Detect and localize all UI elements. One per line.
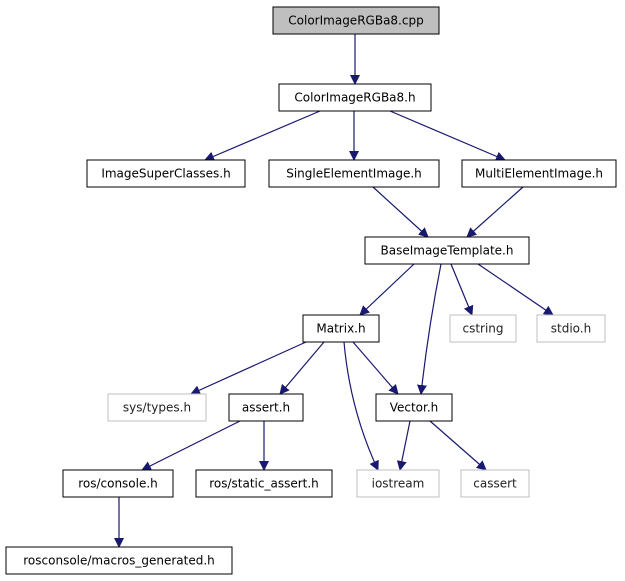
edge-baseimagetemplate-h-to-matrix-h bbox=[359, 263, 415, 316]
node-baseimagetemplate-h[interactable]: BaseImageTemplate.h bbox=[364, 236, 530, 265]
node-box bbox=[272, 6, 440, 35]
edge-baseimagetemplate-h-to-stdio-h bbox=[477, 263, 554, 316]
edge-baseimagetemplate-h-to-vector-h bbox=[417, 263, 442, 395]
node-label: ColorImageRGBa8.cpp bbox=[288, 14, 423, 28]
node-label: ImageSuperClasses.h bbox=[101, 167, 230, 181]
edge-colorimagergba8-h-to-multielementimage-h bbox=[389, 110, 506, 162]
node-stdio-h[interactable]: stdio.h bbox=[536, 314, 606, 343]
edge-vector-h-to-cassert bbox=[429, 420, 487, 471]
edge-matrix-h-to-iostream bbox=[343, 341, 379, 471]
node-label: sys/types.h bbox=[123, 401, 191, 415]
edge-matrix-h-to-vector-h bbox=[352, 341, 399, 395]
node-label: ColorImageRGBa8.h bbox=[294, 91, 415, 105]
nodes-layer: ColorImageRGBa8.cppColorImageRGBa8.hImag… bbox=[5, 6, 617, 575]
node-label: iostream bbox=[372, 477, 425, 491]
node-label: Vector.h bbox=[390, 401, 439, 415]
edge-matrix-h-to-sys-types-h bbox=[190, 341, 307, 395]
edge-assert-h-to-ros-console-h bbox=[141, 420, 241, 471]
node-box bbox=[278, 83, 432, 112]
node-colorimagergba8-h[interactable]: ColorImageRGBa8.h bbox=[278, 83, 432, 112]
node-rosconsole-macros-generated-h[interactable]: rosconsole/macros_generated.h bbox=[5, 546, 233, 575]
node-label: ros/console.h bbox=[78, 477, 158, 491]
edge-colorimagergba8-h-to-imagesuperclasses-h bbox=[204, 110, 321, 162]
node-vector-h[interactable]: Vector.h bbox=[375, 393, 453, 422]
node-box bbox=[195, 469, 333, 498]
node-label: stdio.h bbox=[551, 322, 591, 336]
node-box bbox=[107, 393, 207, 422]
node-box bbox=[364, 236, 530, 265]
node-box bbox=[5, 546, 233, 575]
node-box bbox=[62, 469, 174, 498]
node-cassert[interactable]: cassert bbox=[460, 469, 530, 498]
node-ros-console-h[interactable]: ros/console.h bbox=[62, 469, 174, 498]
node-assert-h[interactable]: assert.h bbox=[228, 393, 304, 422]
edge-baseimagetemplate-h-to-cstring bbox=[450, 263, 474, 316]
node-box bbox=[461, 159, 617, 188]
node-cstring[interactable]: cstring bbox=[449, 314, 517, 343]
node-singleelementimage-h[interactable]: SingleElementImage.h bbox=[268, 159, 440, 188]
edge-vector-h-to-iostream bbox=[396, 420, 411, 471]
node-box bbox=[228, 393, 304, 422]
node-matrix-h[interactable]: Matrix.h bbox=[302, 314, 380, 343]
edges-layer bbox=[114, 34, 554, 548]
node-box bbox=[86, 159, 246, 188]
node-iostream[interactable]: iostream bbox=[356, 469, 440, 498]
node-label: rosconsole/macros_generated.h bbox=[23, 554, 214, 568]
node-imagesuperclasses-h[interactable]: ImageSuperClasses.h bbox=[86, 159, 246, 188]
edge-matrix-h-to-assert-h bbox=[279, 341, 325, 395]
node-label: MultiElementImage.h bbox=[475, 167, 603, 181]
node-colorimagergba8-cpp: ColorImageRGBa8.cpp bbox=[272, 6, 440, 35]
node-box bbox=[375, 393, 453, 422]
node-label: ros/static_assert.h bbox=[209, 477, 319, 491]
node-label: cassert bbox=[473, 477, 517, 491]
node-box bbox=[268, 159, 440, 188]
node-multielementimage-h[interactable]: MultiElementImage.h bbox=[461, 159, 617, 188]
node-label: assert.h bbox=[242, 401, 290, 415]
node-label: SingleElementImage.h bbox=[286, 167, 422, 181]
edge-singleelementimage-h-to-baseimagetemplate-h bbox=[372, 186, 429, 238]
node-box bbox=[449, 314, 517, 343]
node-sys-types-h[interactable]: sys/types.h bbox=[107, 393, 207, 422]
node-box bbox=[356, 469, 440, 498]
node-label: cstring bbox=[462, 322, 503, 336]
edge-multielementimage-h-to-baseimagetemplate-h bbox=[466, 186, 524, 238]
node-box bbox=[460, 469, 530, 498]
node-box bbox=[302, 314, 380, 343]
node-label: Matrix.h bbox=[316, 322, 365, 336]
node-ros-static-assert-h[interactable]: ros/static_assert.h bbox=[195, 469, 333, 498]
node-label: BaseImageTemplate.h bbox=[381, 244, 514, 258]
node-box bbox=[536, 314, 606, 343]
